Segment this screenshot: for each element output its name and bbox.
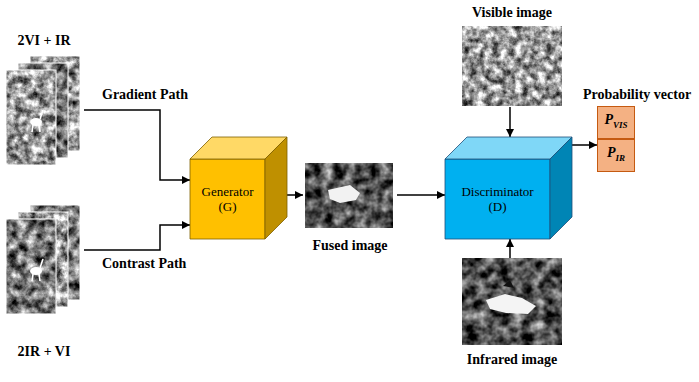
block-label: Discriminator (D) — [457, 184, 539, 214]
path-label: Gradient Path — [100, 86, 190, 103]
discriminator-cube: Discriminator (D) — [445, 137, 572, 239]
image-stack: 2VI + IR — [4, 32, 84, 166]
image-label: Infrared image — [467, 351, 557, 368]
arrow-connector — [84, 225, 190, 250]
arrow-connector — [509, 239, 511, 258]
arrow-connector — [509, 107, 511, 137]
probability-label: PIR — [607, 145, 625, 166]
cube-front — [190, 159, 265, 239]
cube-side — [550, 137, 572, 239]
probability-cell: PIR — [597, 139, 635, 172]
visible-image: Visible image — [460, 4, 564, 107]
probability-label: PVIS — [604, 112, 627, 133]
path-label: Contrast Path — [100, 255, 188, 272]
image-stack-art — [6, 205, 80, 314]
image-stack-art — [6, 56, 80, 165]
probability-cell: PVIS — [597, 106, 635, 139]
fused-image: Fused image — [303, 163, 397, 254]
vector-label: Probability vector — [583, 86, 691, 103]
arrow-connector — [397, 194, 445, 196]
probability-vector: Probability vectorPVISPIR — [597, 106, 635, 172]
image-label: 2VI + IR — [17, 32, 70, 49]
generator-cube: Generator (G) — [190, 137, 287, 239]
block-label: Generator (G) — [198, 184, 258, 214]
arrow-connector — [572, 144, 597, 146]
cube-front — [445, 159, 550, 239]
arrow-connector — [287, 194, 303, 196]
infrared-image: Infrared image — [460, 258, 564, 368]
image-label: Visible image — [472, 4, 552, 21]
infrared-image-art — [462, 258, 562, 345]
arrow-connector — [84, 110, 190, 180]
visible-image-art — [462, 26, 562, 106]
fused-image-art — [305, 163, 393, 228]
image-stack: 2IR + VI — [4, 205, 84, 360]
image-label: 2IR + VI — [18, 343, 71, 360]
cube-side — [265, 137, 287, 239]
image-label: Fused image — [312, 237, 387, 254]
